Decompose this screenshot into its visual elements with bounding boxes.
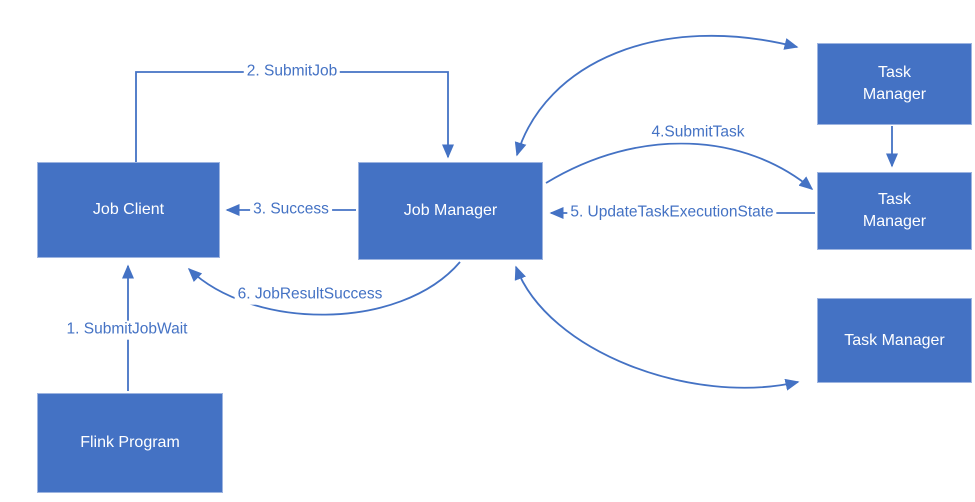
arrow-submit-task — [545, 142, 814, 190]
node-task-manager-1: Task Manager — [817, 43, 972, 125]
edge-label-submit-task: 4.SubmitTask — [648, 123, 748, 143]
edge-label-success: 3. Success — [250, 200, 332, 220]
arrow-job-manager-task-manager-1 — [514, 34, 799, 157]
edge-label-submit-job: 2. SubmitJob — [243, 62, 341, 82]
node-job-client: Job Client — [37, 162, 220, 258]
arrow-submit-job — [135, 71, 454, 162]
edge-label-update-task-execution-state: 5. UpdateTaskExecutionState — [567, 203, 777, 223]
arrow-job-manager-task-manager-3 — [514, 265, 800, 391]
node-task-manager-3: Task Manager — [817, 298, 972, 383]
node-job-manager: Job Manager — [358, 162, 543, 260]
arrow-job-result-success — [187, 261, 461, 316]
node-flink-program: Flink Program — [37, 393, 223, 493]
edge-label-job-result-success: 6. JobResultSuccess — [234, 285, 386, 305]
edge-label-submit-job-wait: 1. SubmitJobWait — [63, 320, 191, 340]
node-task-manager-2: Task Manager — [817, 172, 972, 250]
